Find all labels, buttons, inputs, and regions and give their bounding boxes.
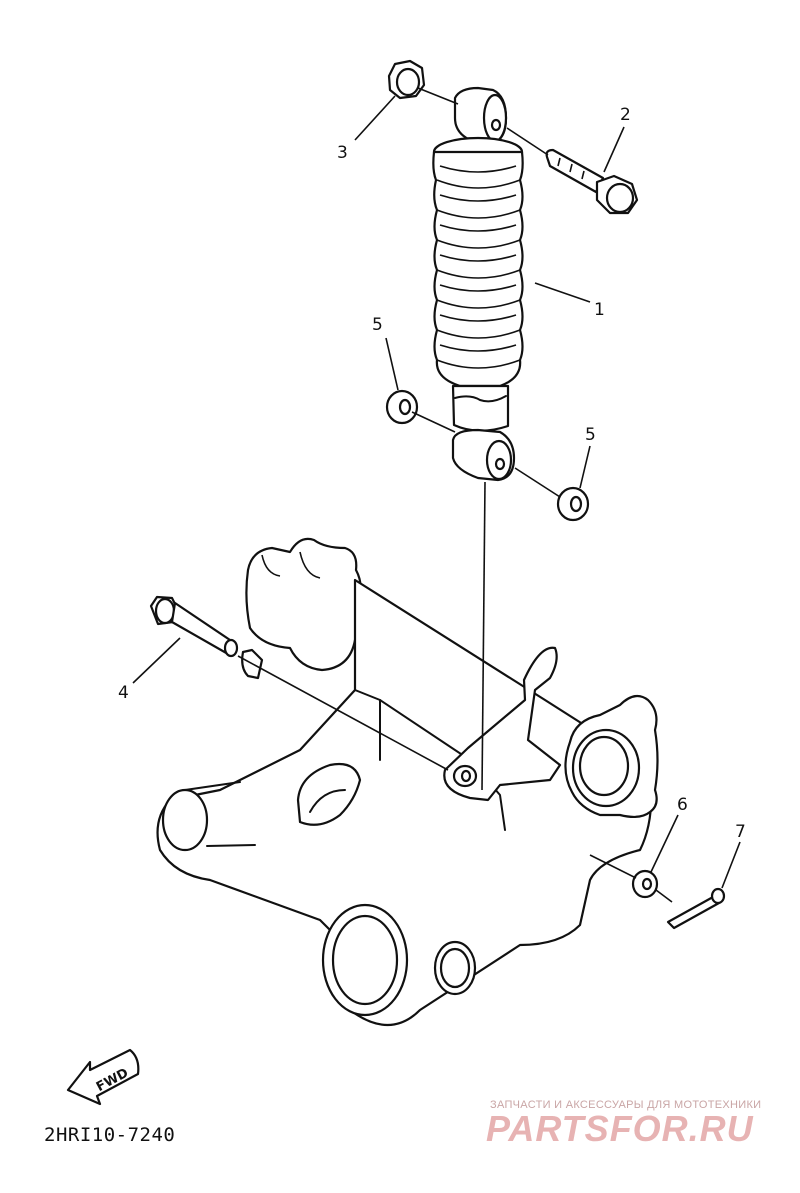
shock-lower-eye [451,428,516,482]
watermark-tagline: ЗАПЧАСТИ И АКСЕССУАРЫ ДЛЯ МОТОТЕХНИКИ [490,1099,762,1111]
callout-4: 4 [118,683,129,703]
callout-3: 3 [337,143,348,163]
part-5-washer-lower [556,486,590,522]
callout-5-lower: 5 [585,425,596,445]
callout-2: 2 [620,105,631,125]
assembly-lines [237,87,673,903]
callout-6: 6 [677,795,688,815]
callouts: 1 2 3 4 5 5 6 7 [118,105,746,842]
leader-lines [132,95,741,889]
fwd-arrow: FWD [66,1048,140,1106]
diagram-part-code: 2HRI10-7240 [44,1124,176,1146]
callout-1: 1 [594,300,605,320]
swing-arm [156,537,659,1027]
part-5-washer-upper [385,389,419,425]
part-6-washer [631,869,659,899]
watermark-logo: PARTSFOR.RU [486,1108,754,1149]
callout-7: 7 [735,822,746,842]
part-1-rear-shock-absorber [432,136,524,432]
part-3-nut [387,59,426,100]
part-2-bolt [545,148,639,215]
part-7-cotter-pin [666,887,726,930]
part-4-bolt [149,595,239,658]
callout-5-upper: 5 [372,315,383,335]
